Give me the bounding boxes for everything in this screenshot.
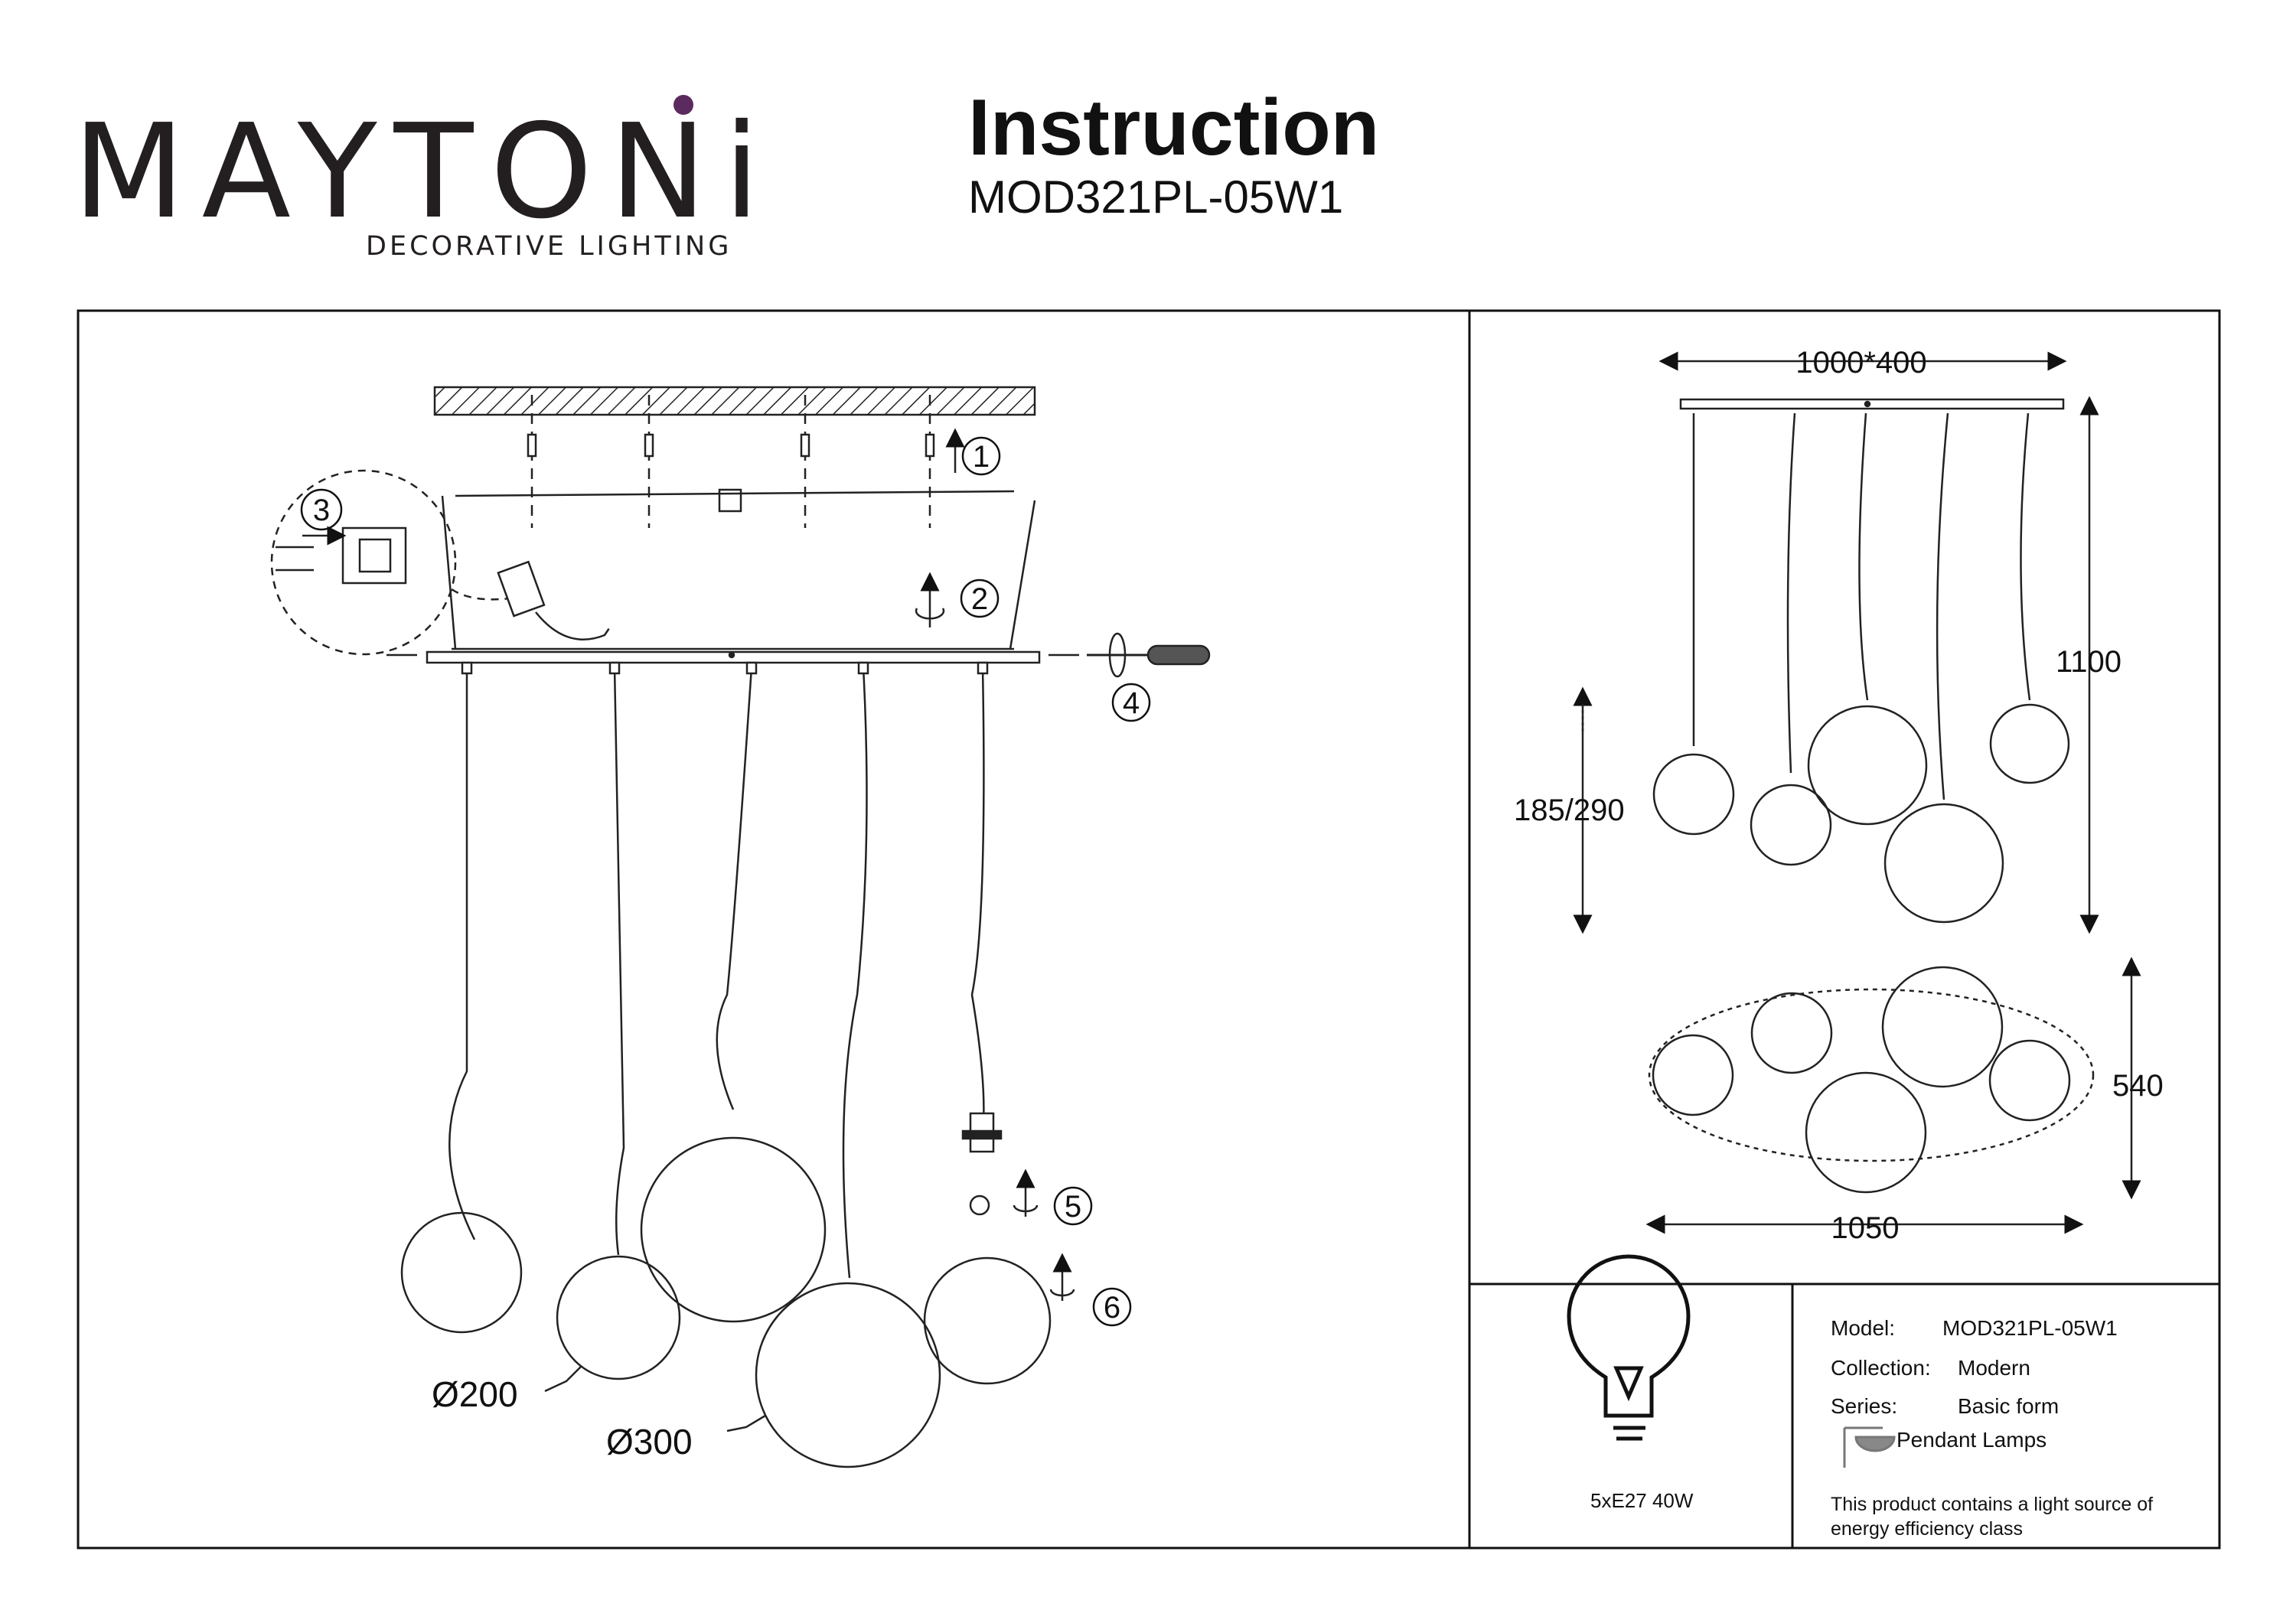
lamp-type-value: Pendant Lamps: [1896, 1428, 2047, 1452]
globe-300: [640, 1136, 827, 1323]
ball-height-dimension: 185/290: [1514, 794, 1625, 827]
model-value: MOD321PL-05W1: [1942, 1316, 2118, 1340]
bracket-center-plate: [718, 488, 742, 513]
step-4-label: 4: [1123, 686, 1140, 720]
wire-connector: [497, 560, 546, 618]
step-1-marker: [961, 436, 1001, 476]
plan-view: [1645, 957, 2141, 1234]
globe-200: [400, 1211, 523, 1334]
bulb-small-icon: [969, 1194, 990, 1216]
collection-label: Collection:: [1831, 1356, 1931, 1380]
width-dimension: 1050: [1831, 1211, 1900, 1245]
globe-200: [923, 1256, 1052, 1385]
collection-value: Modern: [1958, 1356, 2030, 1380]
step-markers: [300, 436, 1151, 1327]
page-title: Instruction: [968, 83, 1380, 172]
canopy-dimension: 1000*400: [1795, 346, 1926, 380]
step-6-marker: [1092, 1287, 1132, 1327]
assembly-diagram: [270, 386, 1211, 1468]
height-dimension: 1100: [2056, 645, 2122, 679]
series-value: Basic form: [1958, 1394, 2060, 1418]
step-5-label: 5: [1065, 1190, 1081, 1224]
main-frame: [77, 309, 2221, 1550]
elevation-view: [1573, 351, 2099, 934]
lamp-type-icon: [1843, 1426, 1896, 1468]
diameter-300-label: Ø300: [606, 1422, 693, 1462]
wall-anchors: [527, 395, 935, 528]
model-number-header: MOD321PL-05W1: [968, 171, 1344, 223]
diameter-200-label: Ø200: [432, 1374, 518, 1414]
step-3-label: 3: [313, 494, 330, 527]
step-3-marker: [300, 488, 343, 531]
brand-logo: MAYTONi: [73, 96, 777, 248]
step-2-marker: [960, 578, 1000, 618]
detail-callout-circle: [270, 469, 457, 656]
model-label: Model:: [1831, 1316, 1896, 1340]
ceiling-hatch: [433, 386, 1036, 416]
efficiency-note-line2: energy efficiency class: [1831, 1518, 2024, 1540]
step-6-label: 6: [1104, 1291, 1120, 1325]
bulb-icon: [1567, 1254, 1691, 1441]
depth-dimension: 540: [2112, 1069, 2164, 1103]
step-1-label: 1: [973, 440, 990, 474]
brand-tagline: DECORATIVE LIGHTING: [366, 231, 732, 262]
step-5-marker: [1053, 1186, 1093, 1226]
perspective-line: [441, 495, 457, 650]
logo-accent-dot: [673, 95, 693, 115]
pendant-cables: [448, 666, 985, 1279]
screwdriver-icon: [1087, 632, 1211, 678]
perspective-line: [1009, 500, 1036, 650]
series-label: Series:: [1831, 1394, 1898, 1418]
step-4-marker: [1111, 683, 1151, 722]
bulb-spec: 5xE27 40W: [1590, 1489, 1694, 1512]
mounting-bracket: [455, 490, 1015, 497]
canopy-sockets: [461, 661, 989, 675]
step-2-label: 2: [971, 582, 988, 616]
efficiency-note-line1: This product contains a light source of: [1831, 1494, 2154, 1515]
globe-200: [556, 1255, 681, 1380]
globe-300: [755, 1282, 941, 1468]
